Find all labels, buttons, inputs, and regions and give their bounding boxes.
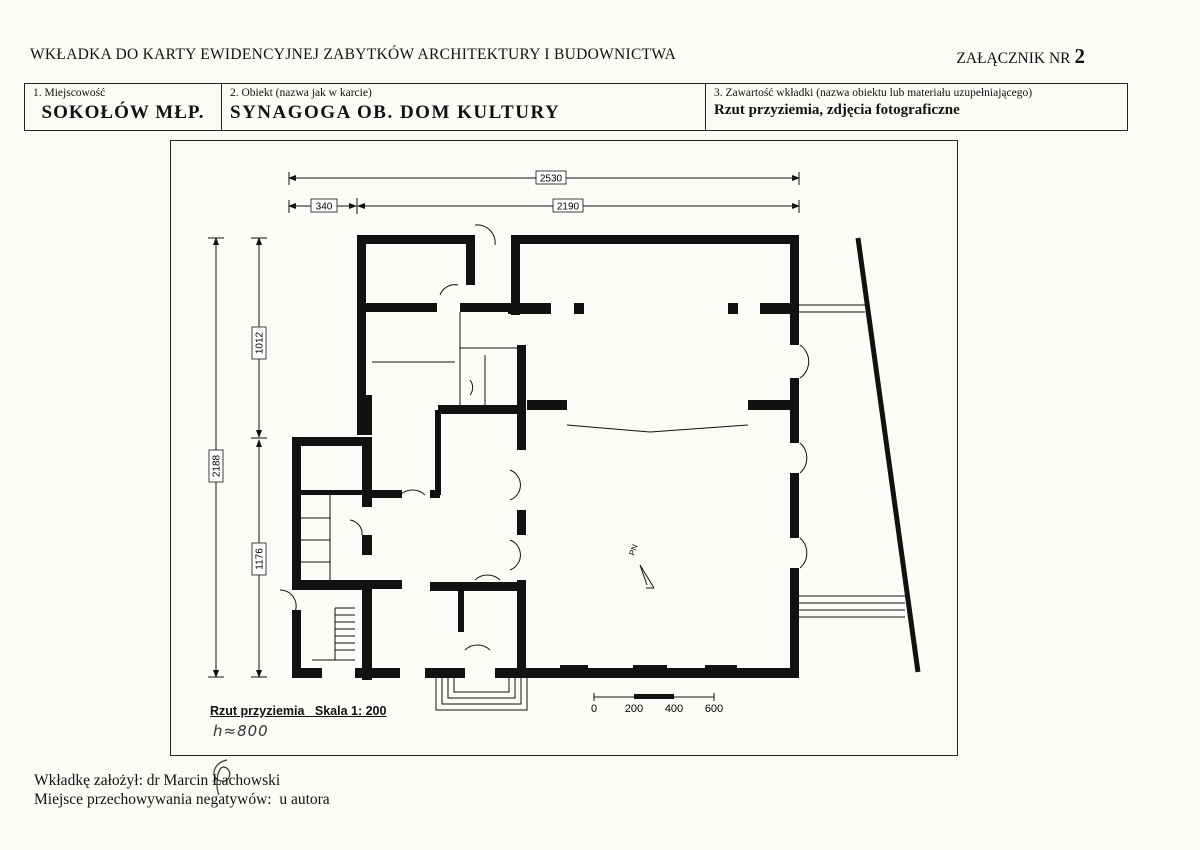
content-value: Rzut przyziemia, zdjęcia fotograficzne [714, 102, 960, 118]
content-cell: 3. Zawartość wkładki (nazwa obiektu lub … [705, 84, 1127, 130]
dim-right-part: 2190 [557, 202, 580, 213]
object-value: SYNAGOGA OB. DOM KULTURY [230, 102, 561, 123]
drawing-frame [170, 140, 958, 756]
dim-lower-height: 1176 [255, 548, 266, 570]
scale-tick-400: 400 [665, 703, 683, 715]
scale-tick-0: 0 [591, 703, 597, 715]
walls [292, 235, 799, 680]
thin-details [279, 224, 905, 711]
dim-left-part: 340 [316, 202, 333, 213]
dim-upper-height: 1012 [255, 331, 266, 354]
plan-caption: Rzut przyziemia Skala 1: 200 [210, 704, 387, 718]
dimension-lines [208, 172, 800, 678]
info-table: 1. Miejscowość SOKOŁÓW MŁP. 2. Obiekt (n… [24, 83, 1128, 131]
attachment-label-text: ZAŁĄCZNIK NR [956, 50, 1071, 67]
signature-mark [213, 759, 231, 796]
object-label: 2. Obiekt (nazwa jak w karcie) [230, 87, 372, 99]
object-cell: 2. Obiekt (nazwa jak w karcie) SYNAGOGA … [221, 84, 705, 130]
negatives-location: Miejsce przechowywania negatywów: u auto… [34, 791, 330, 808]
attachment-number: 2 [1074, 44, 1086, 68]
locality-label: 1. Miejscowość [33, 87, 106, 99]
handwritten-note: h≈800 [213, 722, 269, 740]
founded-by: Wkładkę założył: dr Marcin Łachowski [34, 772, 281, 789]
dim-total-width: 2530 [540, 174, 563, 185]
north-label: PN [627, 543, 639, 557]
scale-bar [593, 693, 715, 701]
locality-cell: 1. Miejscowość SOKOŁÓW MŁP. [25, 84, 221, 130]
boundary-wall [855, 237, 921, 673]
content-label: 3. Zawartość wkładki (nazwa obiektu lub … [714, 87, 1033, 99]
dim-total-height: 2188 [212, 454, 223, 477]
north-arrow [639, 564, 655, 589]
locality-value: SOKOŁÓW MŁP. [41, 102, 205, 123]
document-title: WKŁADKA DO KARTY EWIDENCYJNEJ ZABYTKÓW A… [30, 46, 677, 63]
scale-tick-600: 600 [705, 703, 723, 715]
scale-tick-200: 200 [625, 703, 643, 715]
